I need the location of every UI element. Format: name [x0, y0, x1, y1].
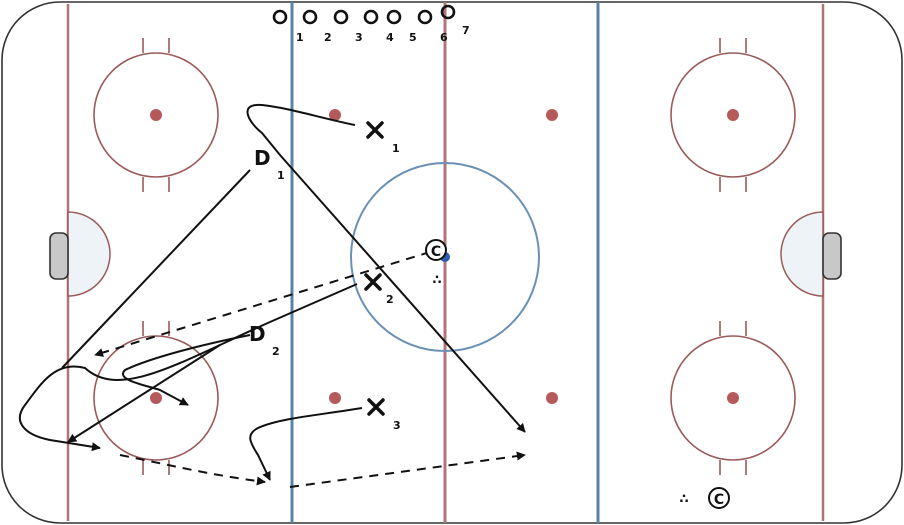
play-paths [19, 103, 526, 481]
forward-x1-label: 1 [392, 142, 400, 155]
forward-x2 [364, 273, 382, 291]
puck-pile-corner: ∴ [679, 492, 688, 507]
pass-line-low-to-right [289, 451, 526, 488]
skate-path-x2-sweep [19, 283, 358, 452]
defense-d1-symbol: D [254, 146, 271, 170]
queue-player-1 [272, 9, 288, 25]
queue-label-4: 4 [386, 31, 394, 44]
neutral-dot-bottom-right [546, 392, 558, 404]
pass-line-center-to-left [94, 251, 431, 357]
skate-path-x3-curl [249, 407, 363, 481]
goal-crease-right [780, 211, 824, 297]
skate-path-d1-to-slot [246, 103, 526, 433]
neutral-dot-top-left [329, 109, 341, 121]
forward-x2-label: 2 [386, 293, 394, 306]
center-circle [350, 162, 540, 352]
goal-crease-left [67, 211, 111, 297]
coach-center-symbol: C [431, 244, 441, 260]
queue-player-7 [440, 4, 456, 20]
coach-corner-symbol: C [714, 492, 724, 508]
faceoff-circle-bottom-right [670, 321, 796, 475]
skate-path-d2-curl [122, 334, 251, 406]
queue-player-5 [386, 9, 402, 25]
queue-label-6: 6 [440, 31, 448, 44]
queue-label-1: 1 [296, 31, 304, 44]
queue-label-3: 3 [355, 31, 363, 44]
queue-label-5: 5 [409, 31, 417, 44]
defense-d2-symbol: D [249, 322, 266, 346]
coach-corner: C [708, 487, 730, 509]
faceoff-circle-top-left [93, 38, 219, 192]
queue-label-2: 2 [324, 31, 332, 44]
forward-x3-label: 3 [393, 419, 401, 432]
defense-d1-label: 1 [277, 169, 285, 182]
neutral-dot-bottom-left [329, 392, 341, 404]
skate-path-d1-backcheck [61, 169, 251, 369]
player-queue: 1 2 3 4 5 6 7 [272, 4, 470, 44]
forward-x3 [367, 398, 385, 416]
coach-center: C [425, 239, 447, 261]
queue-player-3 [333, 9, 349, 25]
queue-player-4 [363, 9, 379, 25]
faceoff-circle-bottom-left [93, 321, 219, 475]
queue-label-7: 7 [462, 24, 470, 37]
neutral-dot-top-right [546, 109, 558, 121]
goal-net-right [822, 232, 842, 280]
forward-x1 [366, 121, 384, 139]
puck-pile-center: ∴ [432, 273, 441, 288]
defense-d2-label: 2 [272, 345, 280, 358]
pass-line-corner-to-low [119, 454, 266, 486]
queue-player-2 [302, 9, 318, 25]
pass-paths [94, 251, 526, 488]
goal-net-left [49, 232, 69, 280]
queue-player-6 [417, 9, 433, 25]
faceoff-circle-top-right [670, 38, 796, 192]
skate-path-d2-pass [67, 344, 221, 443]
